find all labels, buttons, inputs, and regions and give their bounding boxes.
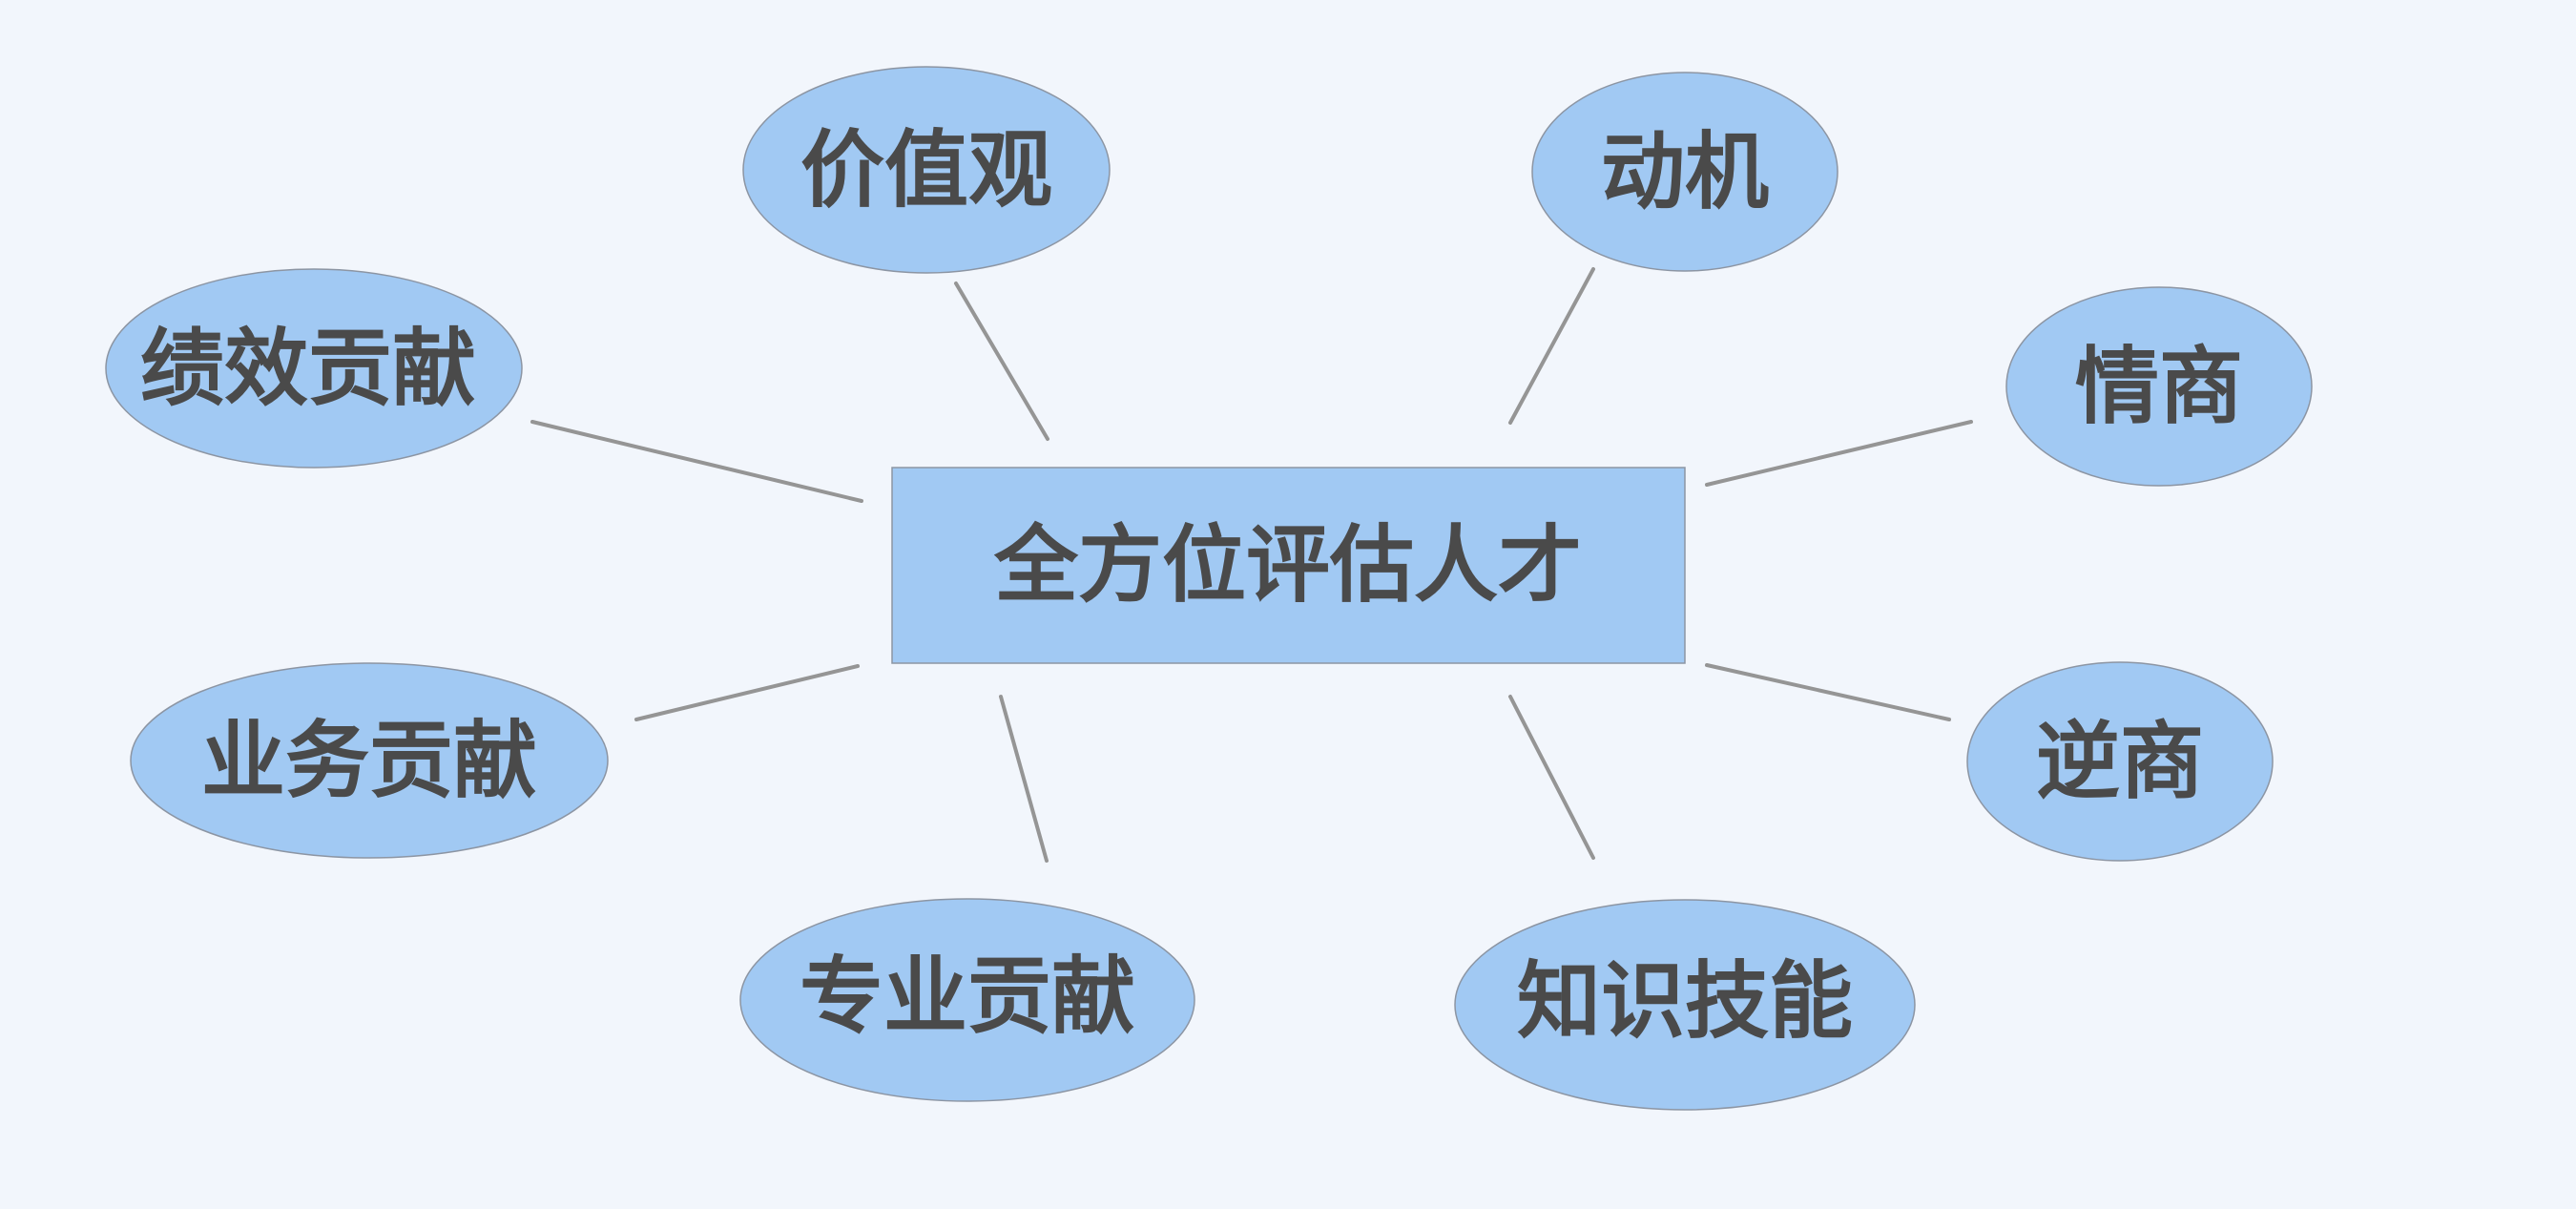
connector-professional-contribution: [999, 695, 1049, 863]
node-knowledge-skills-ellipse: [1454, 899, 1916, 1111]
connector-performance-contribution: [530, 420, 863, 503]
node-performance-contribution[interactable]: 绩效贡献: [105, 268, 523, 469]
node-motivation-label: 动机: [1601, 123, 1769, 221]
center-node-label: 全方位评估人才: [993, 516, 1582, 615]
center-node[interactable]: 全方位评估人才: [891, 467, 1686, 664]
node-aq[interactable]: 逆商: [1966, 661, 2274, 862]
node-business-contribution-ellipse: [130, 662, 609, 859]
node-professional-contribution-ellipse: [739, 898, 1195, 1102]
node-aq-ellipse: [1966, 661, 2274, 862]
connector-eq: [1705, 420, 1973, 487]
node-eq-ellipse: [2005, 286, 2313, 487]
node-aq-label: 逆商: [2036, 713, 2204, 811]
node-performance-contribution-label: 绩效贡献: [140, 320, 476, 418]
node-business-contribution-label: 业务贡献: [201, 712, 537, 810]
connector-aq: [1705, 663, 1951, 721]
node-professional-contribution[interactable]: 专业贡献: [739, 898, 1195, 1102]
connectors: [530, 267, 1973, 863]
node-eq[interactable]: 情商: [2005, 286, 2313, 487]
node-values[interactable]: 价值观: [742, 66, 1111, 274]
center-node-box: [891, 467, 1686, 664]
connector-values: [954, 281, 1049, 441]
node-motivation-ellipse: [1531, 72, 1839, 272]
node-motivation[interactable]: 动机: [1531, 72, 1839, 272]
connector-knowledge-skills: [1508, 695, 1595, 860]
node-values-ellipse: [742, 66, 1111, 274]
node-professional-contribution-label: 专业贡献: [800, 948, 1135, 1046]
node-business-contribution[interactable]: 业务贡献: [130, 662, 609, 859]
node-values-label: 价值观: [800, 121, 1052, 219]
node-eq-label: 情商: [2075, 338, 2243, 436]
connector-business-contribution: [634, 664, 860, 721]
node-knowledge-skills[interactable]: 知识技能: [1454, 899, 1916, 1111]
node-performance-contribution-ellipse: [105, 268, 523, 469]
connector-motivation: [1508, 267, 1595, 425]
node-knowledge-skills-label: 知识技能: [1517, 952, 1853, 1051]
